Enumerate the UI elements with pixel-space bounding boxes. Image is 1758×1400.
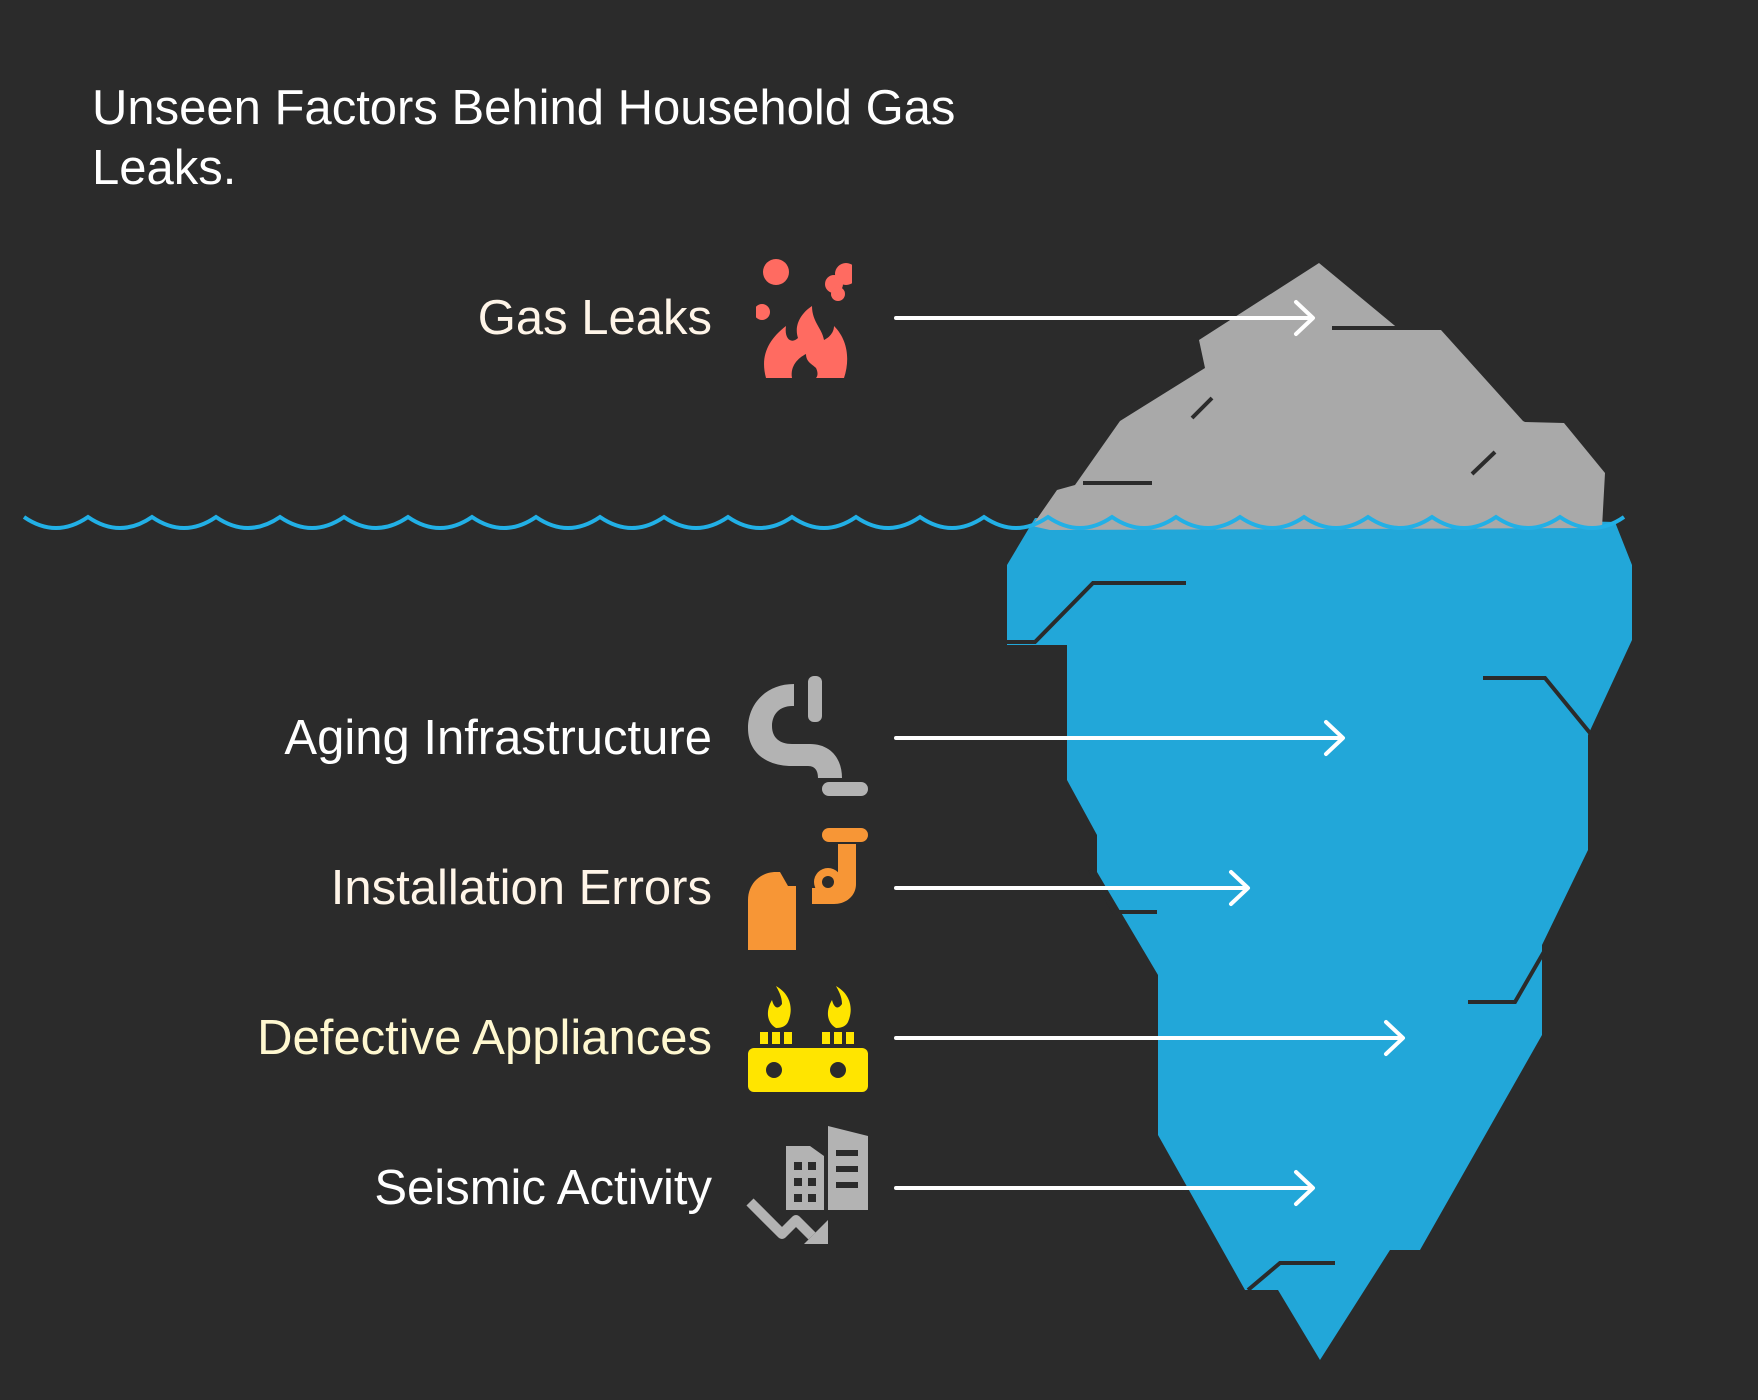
iceberg-tip bbox=[1032, 263, 1605, 530]
arrow-defective-appliances bbox=[894, 1020, 1405, 1056]
building-collapse-icon bbox=[746, 1126, 868, 1244]
diagram-title: Unseen Factors Behind Household Gas Leak… bbox=[92, 81, 956, 195]
label-seismic-activity: Seismic Activity bbox=[374, 1161, 712, 1215]
waterline bbox=[22, 514, 1626, 530]
arrow-installation-errors bbox=[894, 870, 1250, 906]
arrow-gas-leaks bbox=[894, 300, 1315, 336]
worker-installing-pipe-icon bbox=[748, 828, 868, 950]
pipe-icon bbox=[748, 676, 868, 796]
arrow-seismic-activity bbox=[894, 1170, 1315, 1206]
arrow-aging-infrastructure bbox=[894, 720, 1345, 756]
label-aging-infrastructure: Aging Infrastructure bbox=[284, 711, 712, 765]
gas-stove-icon bbox=[748, 986, 868, 1092]
label-defective-appliances: Defective Appliances bbox=[257, 1011, 712, 1065]
iceberg-underwater bbox=[1007, 518, 1632, 1360]
label-installation-errors: Installation Errors bbox=[330, 861, 712, 915]
label-gas-leaks: Gas Leaks bbox=[477, 291, 712, 345]
gas-leak-fire-icon bbox=[756, 259, 852, 378]
iceberg-cracks bbox=[1007, 326, 1592, 1292]
